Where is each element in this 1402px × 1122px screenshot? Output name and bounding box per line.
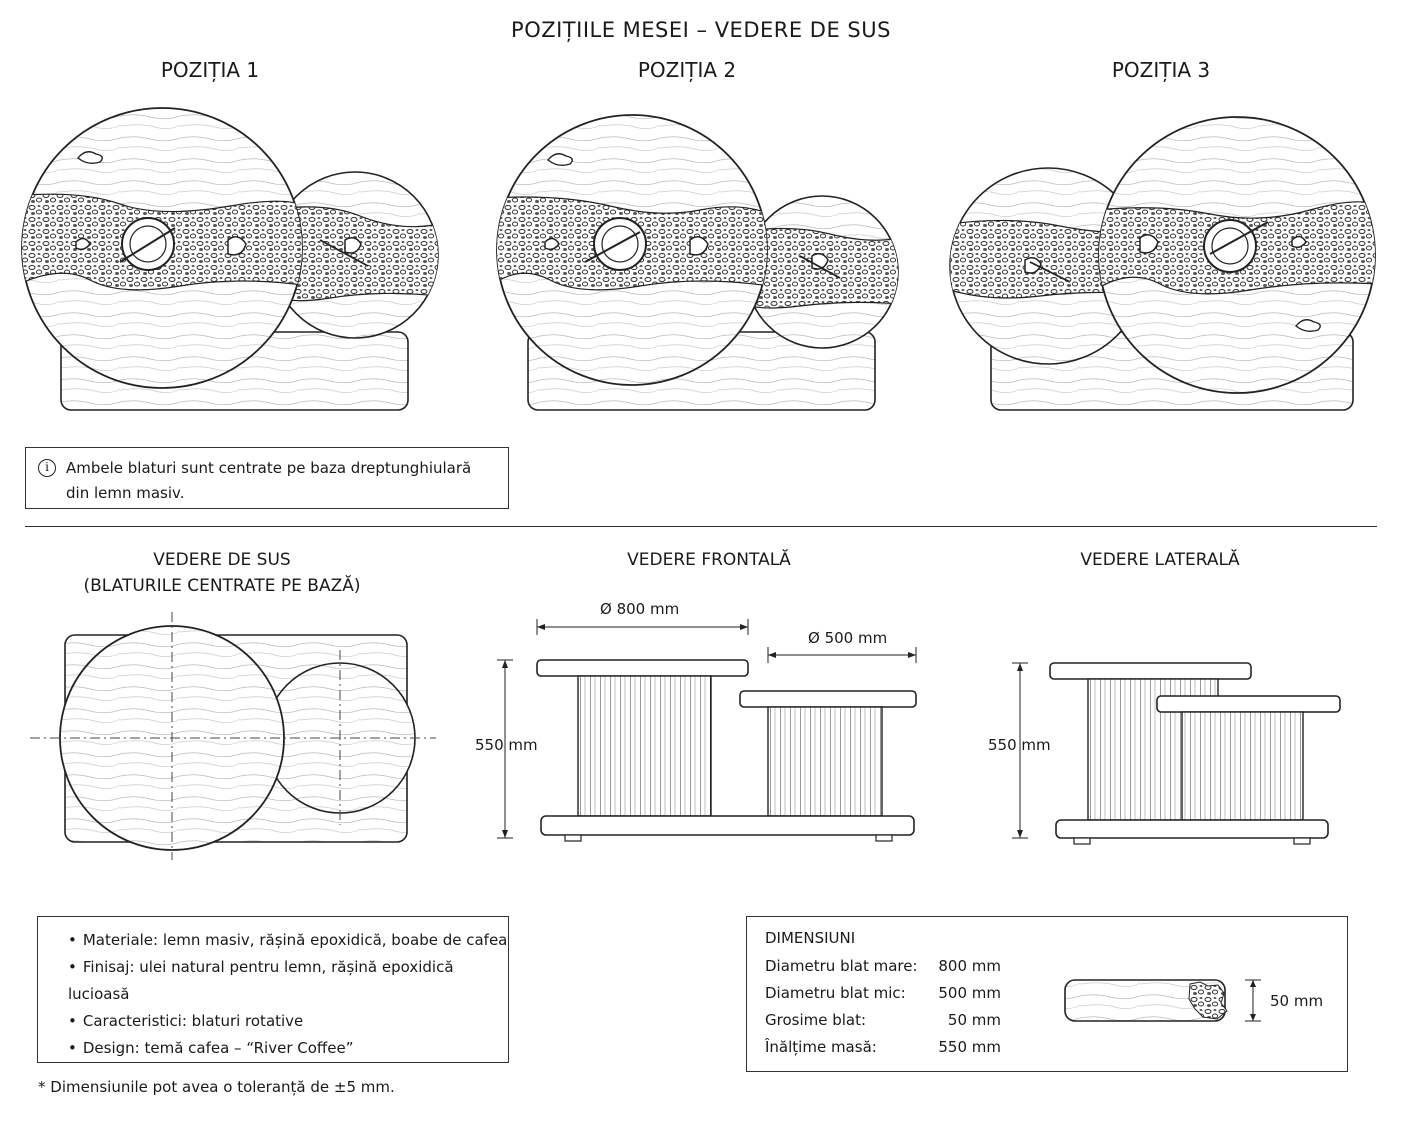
features-item: Caracteristici: blaturi rotative (68, 1008, 508, 1035)
top-view-title-line2: (BLATURILE CENTRATE PE BAZĂ) (83, 576, 361, 596)
front-view-title: VEDERE FRONTALĂ (627, 550, 791, 570)
finish-item: Finisaj: ulei natural pentru lemn, rășin… (68, 954, 508, 1008)
dimensions-box: DIMENSIUNI Diametru blat mare: 800 mm Di… (746, 916, 1348, 1072)
thickness-section-drawing (1064, 979, 1261, 1022)
top-view-title-line1: VEDERE DE SUS (153, 550, 291, 570)
position-2-drawing (496, 114, 899, 411)
top-view-title: VEDERE DE SUS (BLATURILE CENTRATE PE BAZ… (62, 547, 382, 599)
info-note-text: Ambele blaturi sunt centrate pe baza dre… (66, 459, 472, 502)
dim-row-label: Diametru blat mare: (765, 957, 918, 975)
dim-row-value: 800 mm (938, 957, 1001, 975)
dim-row-label: Înălțime masă: (765, 1038, 877, 1056)
footnote: * Dimensiunile pot avea o toleranță de ±… (38, 1078, 395, 1096)
position-2-title: POZIȚIA 2 (637, 58, 737, 82)
position-3-title: POZIȚIA 3 (1111, 58, 1211, 82)
dim-row-label: Grosime blat: (765, 1011, 867, 1029)
dim-row-label: Diametru blat mic: (765, 984, 906, 1002)
dim-row-value: 50 mm (947, 1011, 1001, 1029)
dim-row-value: 550 mm (938, 1038, 1001, 1056)
materials-item: Materiale: lemn masiv, rășină epoxidică,… (68, 927, 508, 954)
position-1-drawing (21, 107, 439, 411)
small-diameter-label: Ø 500 mm (808, 629, 888, 647)
page-title: POZIȚIILE MESEI – VEDERE DE SUS (511, 18, 891, 42)
side-view-drawing (1012, 662, 1341, 845)
side-view-title: VEDERE LATERALĂ (1080, 550, 1240, 570)
front-view-drawing (497, 619, 917, 842)
dimensions-title: DIMENSIUNI (765, 929, 856, 947)
section-divider (25, 526, 1377, 527)
position-1-title: POZIȚIA 1 (160, 58, 260, 82)
info-note-box: i Ambele blaturi sunt centrate pe baza d… (25, 447, 509, 509)
top-view-drawing (30, 612, 436, 860)
design-item: Design: temă cafea – “River Coffee” (68, 1035, 508, 1062)
position-3-drawing (949, 116, 1376, 411)
front-height-label: 550 mm (475, 736, 538, 754)
materials-box: Materiale: lemn masiv, rășină epoxidică,… (37, 916, 509, 1063)
thickness-label: 50 mm (1270, 992, 1324, 1010)
side-height-label: 550 mm (988, 736, 1051, 754)
dim-row-value: 500 mm (938, 984, 1001, 1002)
info-icon: i (38, 459, 56, 477)
large-diameter-label: Ø 800 mm (600, 600, 680, 618)
